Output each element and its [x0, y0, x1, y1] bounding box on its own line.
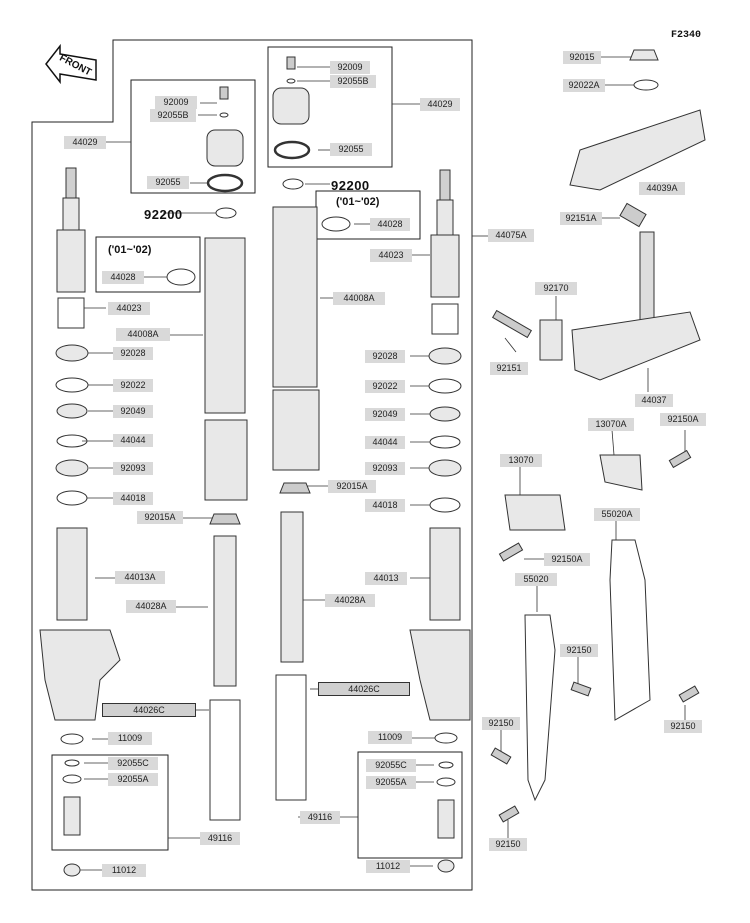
part-label: 92015 [563, 51, 601, 64]
main-frame [31, 39, 473, 891]
left-year-box [95, 236, 201, 293]
part-label: 44044 [365, 436, 405, 449]
part-label: 92022 [113, 379, 153, 392]
part-label: 92009 [330, 61, 370, 74]
part-label: 92151 [490, 362, 528, 375]
part-label: 44029 [64, 136, 106, 149]
part-label: 44023 [370, 249, 412, 262]
left-bottom-box [51, 754, 169, 851]
part-label: 92015A [328, 480, 376, 493]
part-label: 44026C [318, 682, 410, 696]
part-label: 92055 [330, 143, 372, 156]
part-label: 44037 [635, 394, 673, 407]
part-label: 11012 [102, 864, 146, 877]
part-label: 44018 [113, 492, 153, 505]
part-label: 44028A [126, 600, 176, 613]
right-92200-label: 92200 [331, 178, 370, 193]
part-label: 92150A [660, 413, 706, 426]
part-label: 92049 [113, 405, 153, 418]
part-label: 44028 [370, 218, 410, 231]
part-label: 44023 [108, 302, 150, 315]
part-label: 44008A [333, 292, 385, 305]
steering-and-guards [490, 49, 706, 823]
part-label: 92055C [108, 757, 158, 770]
part-label: 92150 [482, 717, 520, 730]
part-label: 92150A [544, 553, 590, 566]
part-label: 11009 [368, 731, 412, 744]
part-label: 92151A [560, 212, 602, 225]
part-label: 92055A [366, 776, 416, 789]
part-label: 13070 [500, 454, 542, 467]
part-label: 13070A [588, 418, 634, 431]
front-arrow-icon [45, 43, 97, 85]
part-label: 92055B [150, 109, 196, 122]
part-label: 44028A [325, 594, 375, 607]
part-label: 92170 [535, 282, 577, 295]
part-label: 92093 [365, 462, 405, 475]
part-label: 49116 [300, 811, 340, 824]
part-label: 92150 [489, 838, 527, 851]
part-label: 92055B [330, 75, 376, 88]
part-label: 44026C [102, 703, 196, 717]
left-fork-parts [39, 86, 248, 877]
part-label: 92055 [147, 176, 189, 189]
figure-code: F2340 [671, 30, 702, 41]
part-label: 49116 [200, 832, 240, 845]
part-label: 92009 [155, 96, 197, 109]
part-label: 44039A [639, 182, 685, 195]
part-label: 92022A [563, 79, 605, 92]
part-label: 44008A [116, 328, 170, 341]
right-fork-parts [272, 56, 471, 873]
left-top-box [130, 79, 256, 194]
part-label: 44044 [113, 434, 153, 447]
part-label: 92093 [113, 462, 153, 475]
part-label: 92055A [108, 773, 158, 786]
part-label: 55020A [594, 508, 640, 521]
part-label: 44029 [420, 98, 460, 111]
part-label: 92049 [365, 408, 405, 421]
part-label: 92028 [113, 347, 153, 360]
part-label: 44075A [488, 229, 534, 242]
right-year-note: ('01~'02) [336, 196, 380, 208]
part-label: 92150 [560, 644, 598, 657]
part-label: 11012 [366, 860, 410, 873]
part-label: 92015A [137, 511, 183, 524]
part-label: 44028 [102, 271, 144, 284]
part-label: 11009 [108, 732, 152, 745]
part-label: 92022 [365, 380, 405, 393]
part-label: 92028 [365, 350, 405, 363]
right-top-box [267, 46, 393, 168]
right-bottom-box [357, 751, 463, 859]
part-label: 44013A [115, 571, 165, 584]
left-year-note: ('01~'02) [108, 244, 152, 256]
part-label: 92055C [366, 759, 416, 772]
part-label: 44013 [365, 572, 407, 585]
part-label: 92150 [664, 720, 702, 733]
part-label: 44018 [365, 499, 405, 512]
left-92200-label: 92200 [144, 207, 183, 222]
part-label: 55020 [515, 573, 557, 586]
